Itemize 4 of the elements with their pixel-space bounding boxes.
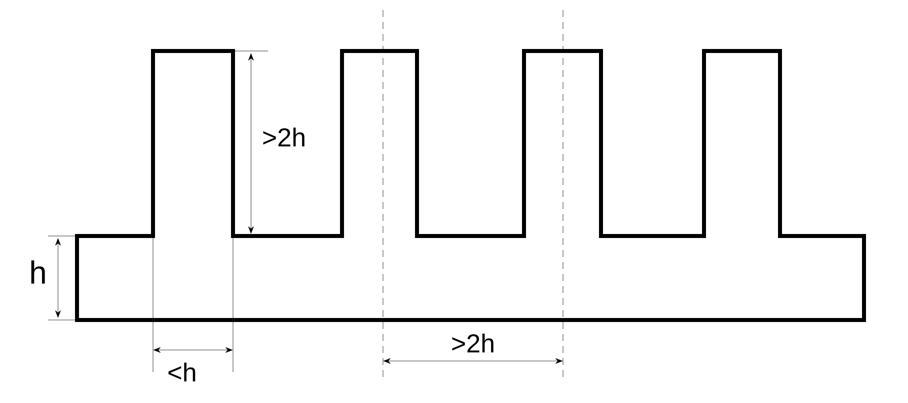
dimension-label: >2h [452, 334, 494, 352]
dimension-label: >2h [263, 128, 304, 146]
dimension-label: <h [168, 362, 196, 382]
dimension-label: h [31, 260, 45, 284]
